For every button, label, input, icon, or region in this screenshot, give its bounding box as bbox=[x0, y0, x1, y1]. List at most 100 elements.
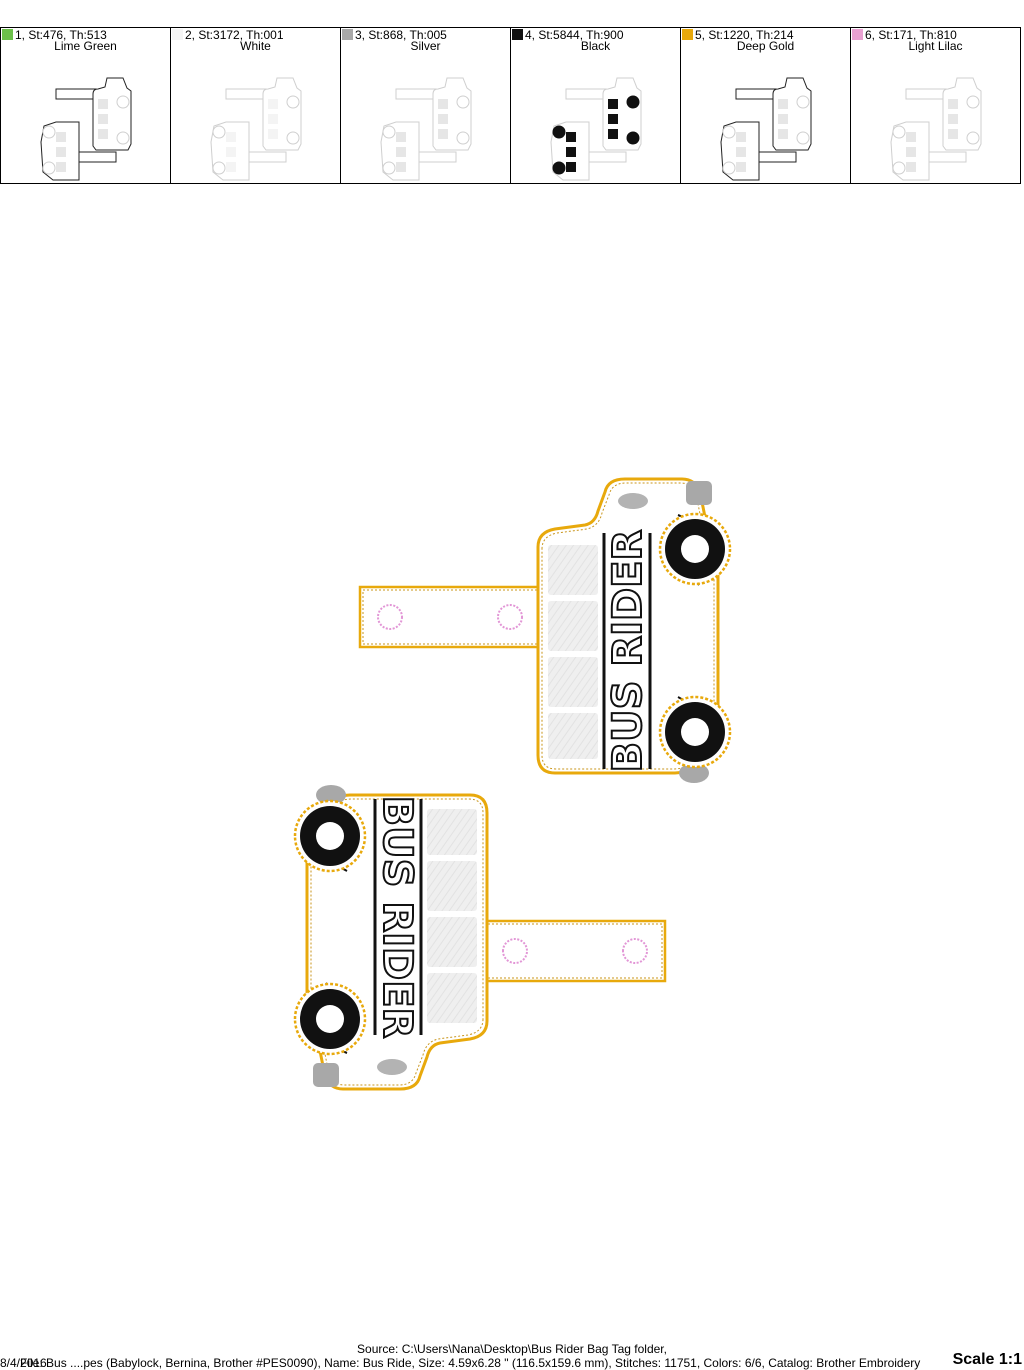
thread-preview-block bbox=[268, 114, 278, 124]
thread-preview-block bbox=[778, 129, 788, 139]
thread-preview-wheel bbox=[42, 125, 56, 139]
thread-stats: 2, St:3172, Th:001 bbox=[185, 28, 284, 42]
thread-preview-block bbox=[566, 147, 576, 157]
bus-tag-text-lower: BUS RIDER bbox=[374, 796, 420, 1039]
bus-tag-text-upper: BUS RIDER bbox=[605, 530, 651, 773]
thread-preview-block bbox=[438, 99, 448, 109]
thread-step-preview bbox=[380, 77, 472, 181]
thread-preview-block bbox=[906, 132, 916, 142]
thread-preview-wheel bbox=[116, 131, 130, 145]
thread-preview-block bbox=[438, 114, 448, 124]
thread-preview-block bbox=[396, 132, 406, 142]
thread-preview-wheel bbox=[722, 125, 736, 139]
thread-preview-block bbox=[736, 162, 746, 172]
thread-preview-block bbox=[98, 99, 108, 109]
thread-preview-block bbox=[736, 147, 746, 157]
thread-preview-shape bbox=[925, 151, 967, 163]
thread-preview-block bbox=[226, 162, 236, 172]
bus-tag-lower: BUS RIDER bbox=[293, 783, 667, 1091]
thread-name: Deep Gold bbox=[736, 39, 795, 53]
thread-preview-wheel bbox=[382, 125, 396, 139]
thread-preview-wheel bbox=[626, 131, 640, 145]
thread-stats: 6, St:171, Th:810 bbox=[865, 28, 957, 42]
thread-preview-block bbox=[396, 147, 406, 157]
thread-preview-wheel bbox=[116, 95, 130, 109]
thread-preview-shape bbox=[735, 88, 777, 100]
thread-stats: 5, St:1220, Th:214 bbox=[695, 28, 794, 42]
thread-step-preview bbox=[550, 77, 642, 181]
thread-swatch bbox=[172, 29, 183, 40]
thread-name: Silver bbox=[410, 39, 441, 53]
thread-preview-block bbox=[226, 132, 236, 142]
thread-preview-block bbox=[98, 114, 108, 124]
thread-swatch bbox=[342, 29, 353, 40]
thread-preview-shape bbox=[75, 151, 117, 163]
thread-preview-block bbox=[736, 132, 746, 142]
thread-preview-wheel bbox=[552, 161, 566, 175]
thread-preview-shape bbox=[395, 88, 437, 100]
thread-preview-wheel bbox=[212, 161, 226, 175]
thread-preview-wheel bbox=[796, 95, 810, 109]
thread-preview-wheel bbox=[552, 125, 566, 139]
thread-preview-shape bbox=[415, 151, 457, 163]
thread-preview-wheel bbox=[286, 131, 300, 145]
thread-preview-block bbox=[608, 114, 618, 124]
thread-preview-shape bbox=[565, 88, 607, 100]
thread-preview-block bbox=[56, 147, 66, 157]
thread-swatch bbox=[852, 29, 863, 40]
thread-preview-wheel bbox=[286, 95, 300, 109]
thread-preview-wheel bbox=[382, 161, 396, 175]
thread-preview-block bbox=[98, 129, 108, 139]
thread-preview-block bbox=[396, 162, 406, 172]
thread-preview-block bbox=[56, 132, 66, 142]
thread-stats: 1, St:476, Th:513 bbox=[15, 28, 107, 42]
thread-name: Light Lilac bbox=[908, 39, 963, 53]
thread-swatch bbox=[2, 29, 13, 40]
thread-preview-block bbox=[948, 99, 958, 109]
thread-stats: 4, St:5844, Th:900 bbox=[525, 28, 624, 42]
thread-preview-block bbox=[566, 132, 576, 142]
thread-preview-shape bbox=[905, 88, 947, 100]
thread-preview-wheel bbox=[722, 161, 736, 175]
thread-preview-shape bbox=[755, 151, 797, 163]
thread-step-preview bbox=[720, 77, 812, 181]
thread-preview-wheel bbox=[626, 95, 640, 109]
thread-preview-block bbox=[608, 129, 618, 139]
thread-step-preview bbox=[890, 77, 982, 181]
thread-preview-block bbox=[906, 147, 916, 157]
thread-preview-wheel bbox=[42, 161, 56, 175]
thread-preview-block bbox=[566, 162, 576, 172]
thread-swatch bbox=[512, 29, 523, 40]
thread-preview-wheel bbox=[892, 161, 906, 175]
thread-preview-block bbox=[778, 114, 788, 124]
footer-source-path: Source: C:\Users\Nana\Desktop\Bus Rider … bbox=[357, 1342, 667, 1356]
thread-stats: 3, St:868, Th:005 bbox=[355, 28, 447, 42]
thread-preview-block bbox=[438, 129, 448, 139]
footer-file-info: 8/4/File: Bus ....pes (Babylock, Bernina… bbox=[0, 1356, 920, 1370]
embroidery-design-preview: BUS RIDER BUS RIDER bbox=[293, 477, 732, 1091]
thread-preview-wheel bbox=[456, 95, 470, 109]
thread-preview-block bbox=[56, 162, 66, 172]
thread-preview-block bbox=[948, 114, 958, 124]
footer-file-info-text: File: Bus ....pes (Babylock, Bernina, Br… bbox=[20, 1356, 921, 1370]
thread-preview-wheel bbox=[892, 125, 906, 139]
thread-preview-wheel bbox=[966, 131, 980, 145]
footer-scale: Scale 1:1 bbox=[952, 1351, 1022, 1368]
thread-preview-block bbox=[268, 129, 278, 139]
thread-name: Black bbox=[580, 39, 611, 53]
thread-preview-block bbox=[948, 129, 958, 139]
thread-preview-wheel bbox=[796, 131, 810, 145]
thread-preview-shape bbox=[585, 151, 627, 163]
bus-tag-upper: BUS RIDER bbox=[358, 477, 732, 785]
thread-preview-block bbox=[268, 99, 278, 109]
thread-preview-shape bbox=[225, 88, 267, 100]
thread-name: Lime Green bbox=[54, 39, 117, 53]
thread-preview-wheel bbox=[966, 95, 980, 109]
thread-name: White bbox=[240, 39, 271, 53]
